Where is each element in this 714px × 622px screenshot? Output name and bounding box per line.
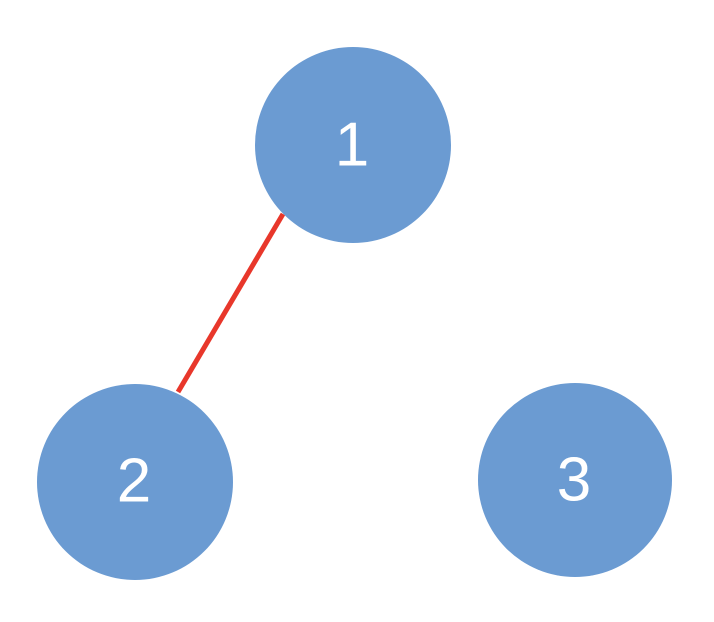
edge-layer [175,212,286,394]
node-3-label: 3 [557,446,591,515]
node-layer: 1 2 3 [37,47,672,580]
node-2[interactable]: 2 [37,384,233,580]
node-3[interactable]: 3 [478,383,672,577]
edge-1-2[interactable] [175,212,286,394]
node-1-circle[interactable] [255,47,451,243]
node-3-circle[interactable] [478,383,672,577]
node-1[interactable]: 1 [255,47,451,243]
node-2-circle[interactable] [37,384,233,580]
node-2-label: 2 [117,447,151,516]
node-1-label: 1 [335,111,369,180]
